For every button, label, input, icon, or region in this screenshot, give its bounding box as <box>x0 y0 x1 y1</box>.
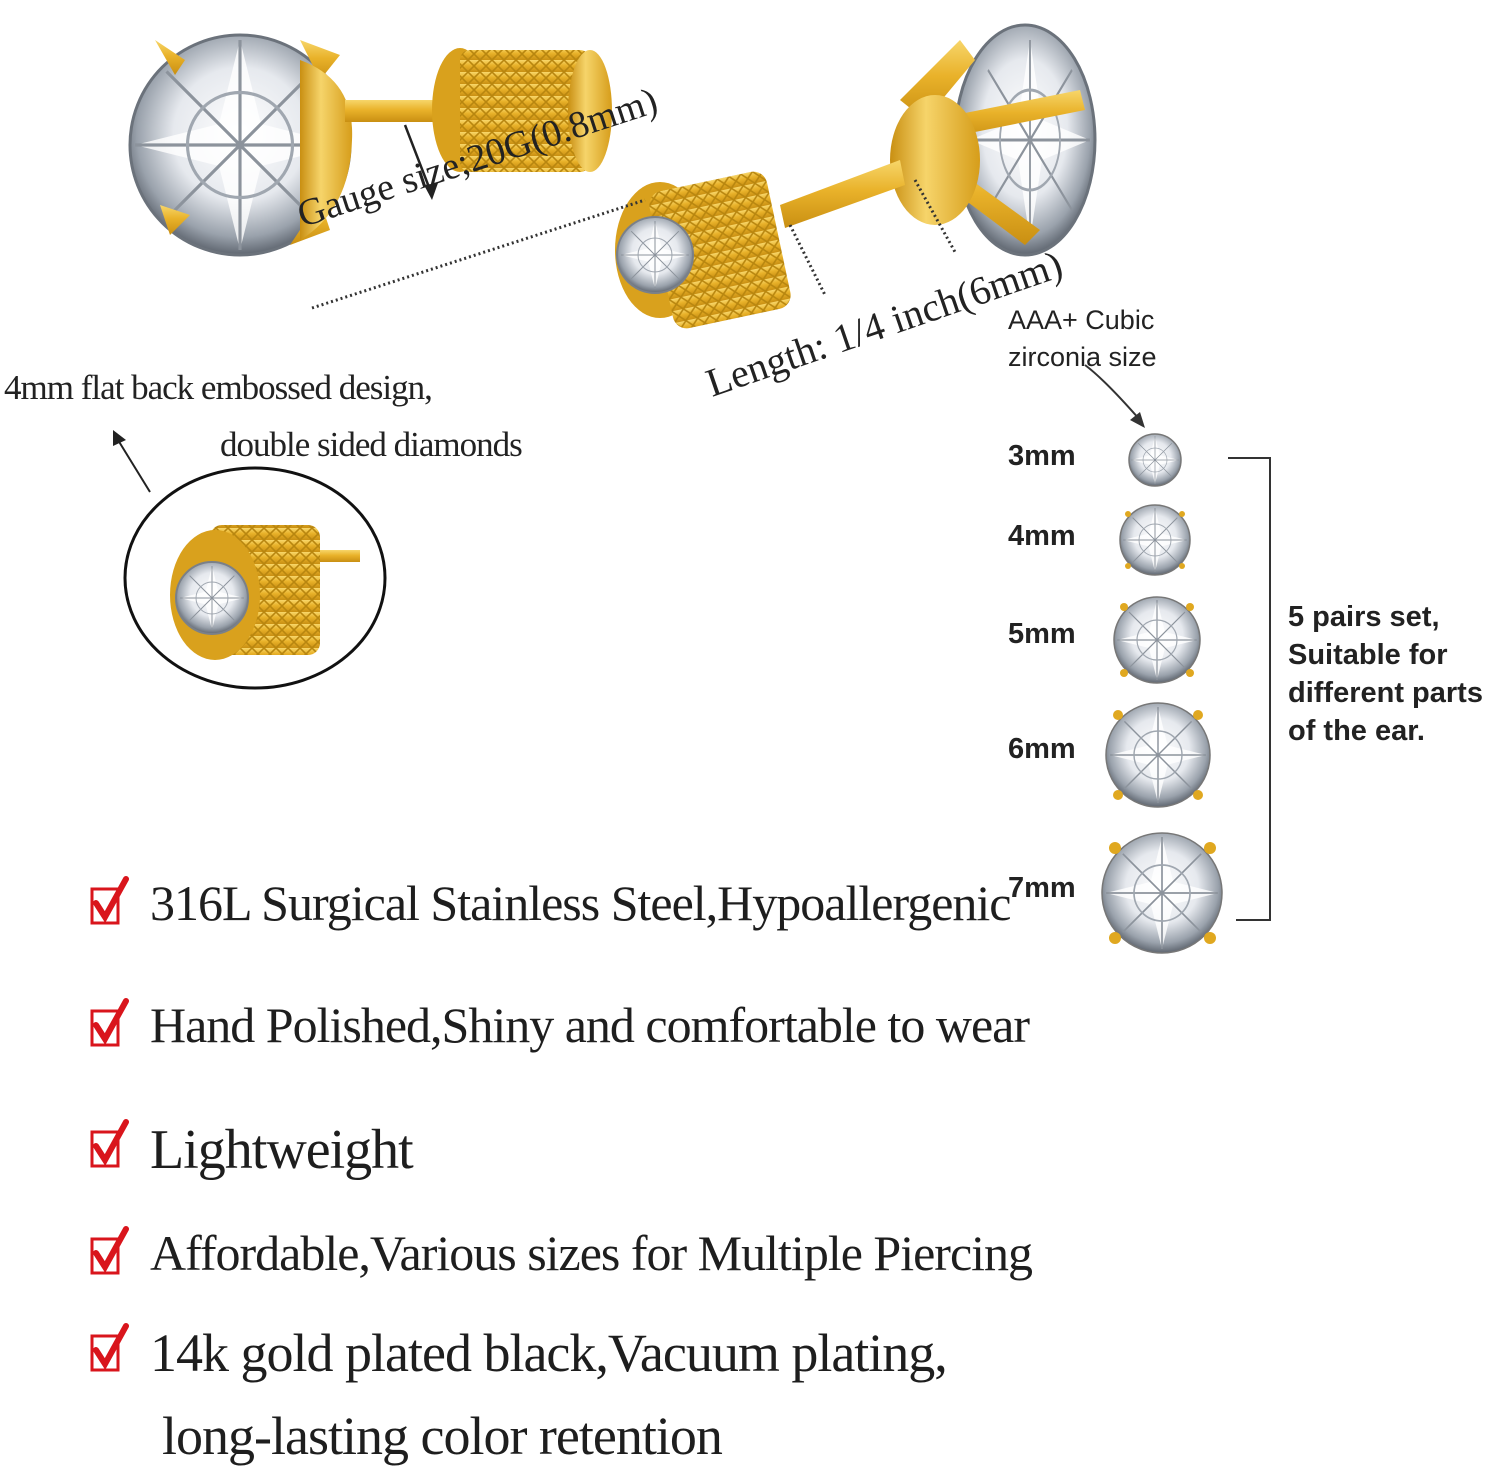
check-mark-icon <box>90 1226 129 1275</box>
size-label-4mm: 4mm <box>1008 520 1076 552</box>
feature-text: Affordable,Various sizes for Multiple Pi… <box>150 1225 1033 1281</box>
diamond-stone-5mm-icon <box>1113 596 1201 684</box>
arrow-icon <box>403 124 434 196</box>
size-label-7mm: 7mm <box>1008 872 1076 904</box>
diamond-stone-6mm-icon <box>1105 702 1211 808</box>
diamond-stone-3mm-icon <box>1128 433 1182 487</box>
diamond-stone-4mm-icon <box>1119 504 1191 576</box>
check-mark-icon <box>90 998 129 1047</box>
size-bracket <box>1228 457 1271 921</box>
check-mark-icon <box>90 1119 129 1168</box>
feature-item: 316L Surgical Stainless Steel,Hypoallerg… <box>90 875 1011 933</box>
check-mark-icon <box>90 1323 129 1372</box>
feature-item: Affordable,Various sizes for Multiple Pi… <box>90 1225 1033 1283</box>
cz-label-line2: zirconia size <box>1008 342 1157 372</box>
feature-text: 14k gold plated black,Vacuum plating, <box>150 1323 948 1383</box>
feature-item: Lightweight <box>90 1118 414 1182</box>
set-note-line2: Suitable for <box>1288 639 1448 671</box>
feature-text-continued: long-lasting color retention <box>162 1406 723 1466</box>
feature-text: Lightweight <box>150 1119 414 1181</box>
check-mark-icon <box>90 876 129 925</box>
diamond-stone-7mm-icon <box>1101 832 1223 954</box>
size-label-3mm: 3mm <box>1008 440 1076 472</box>
feature-text: Hand Polished,Shiny and comfortable to w… <box>150 997 1030 1053</box>
set-note: 5 pairs set, Suitable for different part… <box>1288 598 1483 750</box>
size-label-5mm: 5mm <box>1008 618 1076 650</box>
earring-stud-front-icon <box>128 33 612 257</box>
feature-text: 316L Surgical Stainless Steel,Hypoallerg… <box>150 875 1011 931</box>
flat-back-detail-icon <box>123 466 387 690</box>
size-label-6mm: 6mm <box>1008 733 1076 765</box>
flat-back-label-line2: double sided diamonds <box>220 425 523 464</box>
feature-item: 14k gold plated black,Vacuum plating, <box>90 1322 948 1384</box>
cz-label-line1: AAA+ Cubic <box>1008 305 1155 335</box>
set-note-line4: of the ear. <box>1288 715 1425 747</box>
earring-stud-side-icon <box>615 23 1097 329</box>
feature-item: Hand Polished,Shiny and comfortable to w… <box>90 997 1030 1055</box>
flat-back-label-line1: 4mm flat back embossed design, <box>4 368 433 407</box>
set-note-line3: different parts <box>1288 677 1483 709</box>
set-note-line1: 5 pairs set, <box>1288 601 1440 633</box>
